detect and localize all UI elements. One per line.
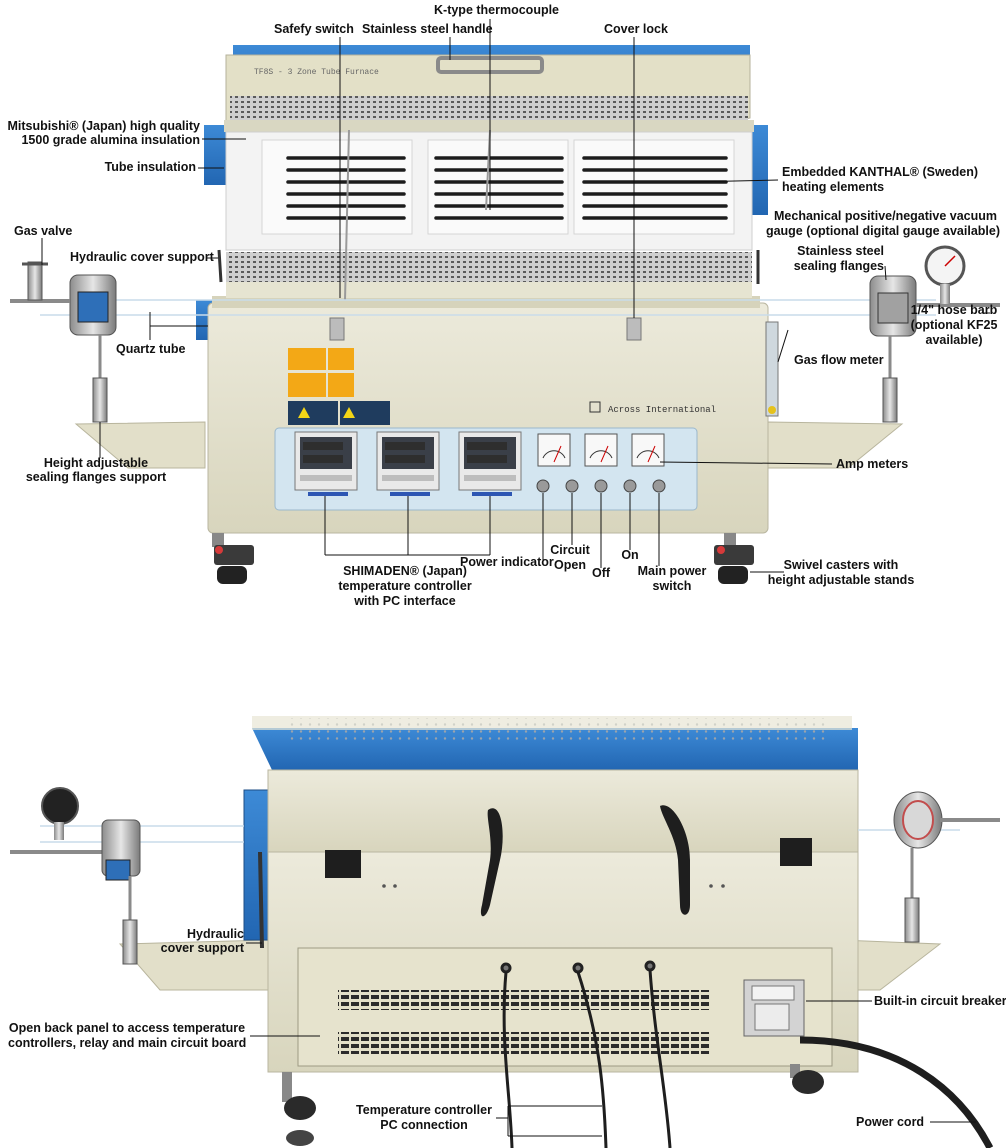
label-swivel-casters-1: Swivel casters with [783, 558, 899, 572]
back-casters [282, 1064, 824, 1146]
panel-buttons [536, 479, 666, 493]
label-heating-elements-1: Embedded KANTHAL® (Sweden) [782, 165, 979, 179]
hydraulic-support-left [217, 249, 223, 283]
label-back-panel-1: Open back panel to access temperature [8, 1021, 246, 1035]
safety-switch-rod [344, 129, 350, 301]
label-back-hydraulic-1: Hydraulic [187, 927, 244, 941]
label-hose-barb-3: available) [925, 333, 983, 347]
label-off: Off [591, 566, 611, 580]
label-amp-meters: Amp meters [836, 457, 909, 471]
front-furnace: Across International [10, 45, 1000, 584]
right-flange-assembly [869, 245, 1000, 423]
vent-lower [338, 1032, 710, 1054]
back-furnace [10, 716, 1000, 1148]
label-swivel-casters-2: height adjustable stands [767, 573, 915, 587]
cover-mesh-top [230, 96, 748, 122]
right-upper-end-cap [750, 125, 768, 215]
hinge-right [780, 838, 812, 866]
back-end-plate [243, 789, 271, 941]
left-flange-support [74, 421, 206, 469]
label-heating-elements-2: heating elements [782, 180, 885, 194]
label-alumina-insulation-1: Mitsubishi® (Japan) high quality [7, 119, 200, 133]
label-power-cord: Power cord [856, 1115, 925, 1129]
front-casters [212, 533, 754, 584]
label-on: On [621, 548, 639, 562]
label-hose-barb-1: 1/4" hose barb [910, 303, 998, 317]
label-pc-connection-1: Temperature controller [356, 1103, 492, 1117]
brand-logo [589, 401, 601, 413]
left-flange-assembly [10, 261, 117, 423]
lower-mesh [226, 252, 752, 282]
label-shimaden-2: temperature controller [338, 579, 472, 593]
label-circuit-breaker: Built-in circuit breaker [874, 994, 1006, 1008]
label-alumina-insulation-2: 1500 grade alumina insulation [21, 133, 200, 147]
back-right-flange [893, 791, 1000, 943]
label-cover-lock: Cover lock [604, 22, 668, 36]
power-cord [799, 1036, 994, 1148]
label-pc-connection-2: PC connection [380, 1118, 468, 1132]
hazard-triangle-1 [298, 407, 310, 418]
label-back-hydraulic-2: cover support [160, 941, 244, 955]
hinge-left [325, 850, 361, 878]
cover-lock-right [626, 317, 642, 341]
label-circuit-open-2: Open [554, 558, 586, 572]
label-shimaden-1: SHIMADEN® (Japan) [343, 564, 467, 578]
label-power-indicator: Power indicator [460, 555, 554, 569]
amp-meters [537, 433, 665, 467]
vent-upper [338, 990, 710, 1010]
rear-handle-left [480, 808, 503, 917]
label-main-power-2: switch [652, 579, 692, 593]
label-sealing-flanges-2: sealing flanges [793, 259, 884, 273]
rear-handle-right [660, 805, 690, 915]
warning-label-1 [288, 348, 326, 370]
label-sealing-flanges-1: Stainless steel [797, 244, 884, 258]
cover-rim [224, 120, 754, 132]
label-hydraulic-cover-support: Hydraulic cover support [70, 250, 214, 264]
gas-flow-meter [765, 321, 779, 417]
label-safety-switch: Safefy switch [274, 22, 354, 36]
controllers [294, 431, 522, 496]
cover-lock-left [329, 317, 345, 341]
label-height-adjustable-2: sealing flanges support [25, 470, 167, 484]
label-gas-flow-meter: Gas flow meter [794, 353, 884, 367]
left-upper-end-cap [204, 125, 226, 185]
label-tube-insulation: Tube insulation [104, 160, 196, 174]
back-upper-body [267, 769, 859, 853]
label-back-panel-2: controllers, relay and main circuit boar… [8, 1036, 247, 1050]
label-vacuum-gauge-1: Mechanical positive/negative vacuum [774, 209, 997, 223]
label-height-adjustable-1: Height adjustable [43, 456, 149, 470]
label-k-type-thermocouple: K-type thermocouple [434, 3, 560, 17]
hazard-triangle-2 [343, 407, 355, 418]
label-main-power-1: Main power [637, 564, 707, 578]
label-shimaden-3: with PC interface [354, 594, 456, 608]
thermocouple-rod [485, 129, 491, 211]
kanthal-heating-elements [286, 156, 728, 220]
chamber-label: TF8S - 3 Zone Tube Furnace [254, 68, 379, 77]
back-left-flange [10, 787, 141, 965]
label-gas-valve: Gas valve [14, 224, 73, 238]
warning-label-5 [288, 401, 338, 425]
label-circuit-open-1: Circuit [550, 543, 590, 557]
warning-label-3 [288, 373, 326, 397]
label-hose-barb-2: (optional KF25 [910, 318, 998, 332]
label-stainless-steel-handle: Stainless steel handle [362, 22, 493, 36]
lower-rim [226, 282, 752, 298]
front-leader-lines [41, 19, 990, 573]
brand-text: Across International [608, 405, 716, 415]
back-leader-lines [246, 942, 976, 1137]
base-top-rim [212, 296, 760, 308]
warning-label-2 [328, 348, 354, 370]
label-quartz-tube: Quartz tube [116, 342, 186, 356]
warning-label-4 [328, 373, 354, 397]
flow-knob [768, 406, 776, 414]
pc-cables [500, 960, 672, 1148]
lid-top-edge [252, 716, 852, 730]
label-vacuum-gauge-2: gauge (optional digital gauge available) [765, 224, 1000, 238]
back-hydraulic-support [258, 851, 264, 949]
heating-zones [261, 139, 735, 235]
